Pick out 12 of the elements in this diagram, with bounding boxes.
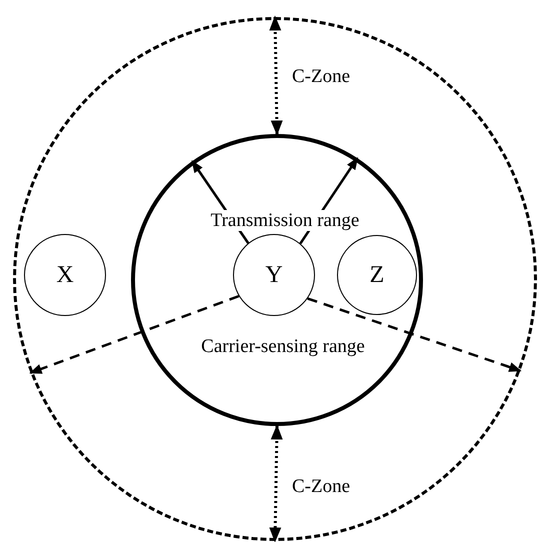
node-label: Y: [265, 263, 283, 287]
arrow: [29, 294, 240, 374]
range-label: Carrier-sensing range: [199, 336, 367, 357]
node-label: Z: [370, 263, 384, 287]
node-circle: [337, 235, 417, 315]
range-label: Transmission range: [208, 210, 362, 231]
node-circle: [24, 234, 106, 316]
arrow: [269, 16, 283, 136]
arrow: [307, 297, 522, 372]
node-label: X: [56, 263, 74, 287]
node-circle: [233, 234, 315, 316]
arrow: [269, 424, 283, 542]
